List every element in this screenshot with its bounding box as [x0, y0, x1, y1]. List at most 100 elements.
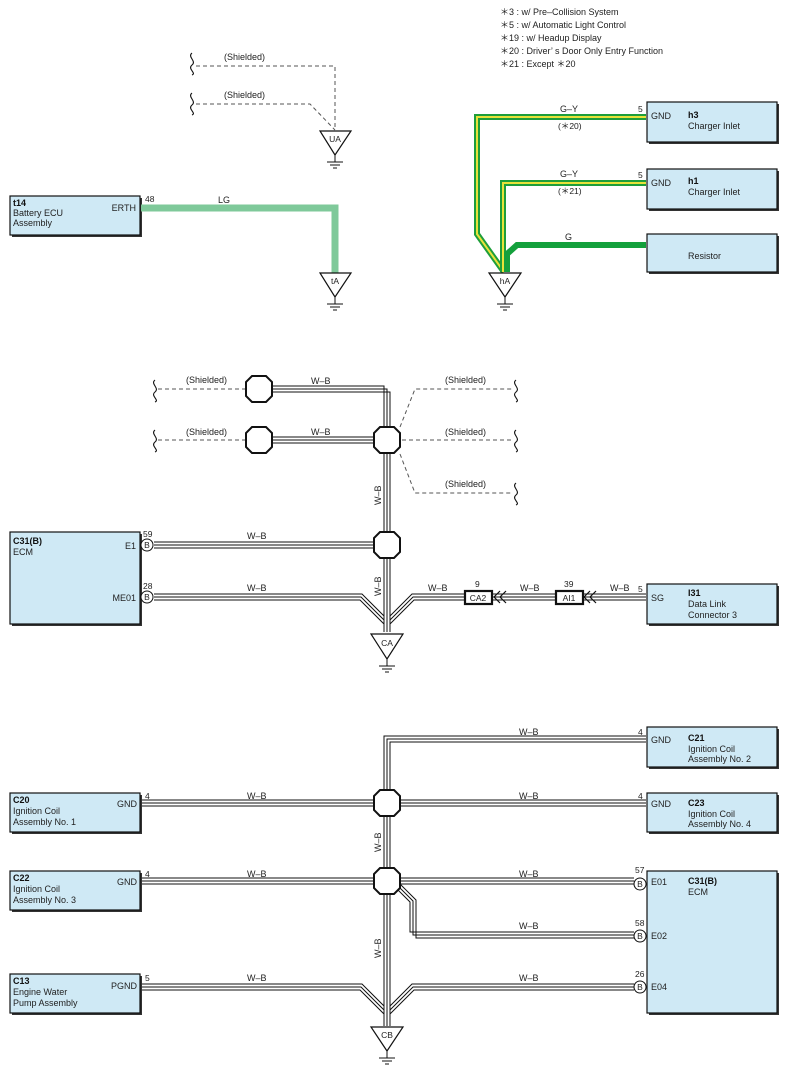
- component-name: Resistor: [688, 251, 721, 261]
- connector-ai1[interactable]: AI1 39: [554, 579, 585, 606]
- wire-color-label: W–B: [373, 938, 383, 958]
- terminal-label: ME01: [112, 593, 136, 603]
- wire-color-label: W–B: [519, 973, 539, 983]
- wire-color-label: W–B: [311, 427, 331, 437]
- wire-color-label: W–B: [373, 832, 383, 852]
- wire-color-label: W–B: [519, 727, 539, 737]
- terminal-label: GND: [117, 799, 138, 809]
- shielded-label: (Shielded): [224, 90, 265, 100]
- wire-note: (＊20): [558, 121, 582, 131]
- terminal-label: GND: [651, 735, 672, 745]
- note-line: ＊3 : w/ Pre–Collision System: [500, 7, 619, 17]
- component-code: C31(B): [13, 536, 42, 546]
- wire-color-label: G–Y: [560, 104, 578, 114]
- component-name: Ignition Coil: [13, 884, 60, 894]
- terminal-label: SG: [651, 593, 664, 603]
- terminal-label: E02: [651, 931, 667, 941]
- component-i31[interactable]: SG 5 I31 Data Link Connector 3: [638, 583, 779, 626]
- component-code: C22: [13, 873, 30, 883]
- connector-ca2[interactable]: CA2 9: [463, 579, 494, 606]
- note-line: ＊19 : w/ Headup Display: [500, 33, 602, 43]
- ground-ha: hA: [487, 272, 523, 311]
- wire-color-label: W–B: [520, 583, 540, 593]
- wire-color-label: LG: [218, 195, 230, 205]
- pin-number: 4: [145, 869, 150, 879]
- component-t14[interactable]: t14 Battery ECU Assembly ERTH 48: [9, 194, 155, 237]
- ground-ta: tA: [318, 272, 353, 311]
- terminal-label: E01: [651, 877, 667, 887]
- component-c20[interactable]: C20 Ignition Coil Assembly No. 1 GND 4: [9, 791, 150, 834]
- component-name: Battery ECU: [13, 208, 63, 218]
- pin-number: 59: [143, 529, 153, 539]
- component-c13[interactable]: C13 Engine Water Pump Assembly PGND 5: [9, 973, 150, 1015]
- component-resistor[interactable]: Resistor: [646, 233, 779, 274]
- wire-color-label: W–B: [247, 973, 267, 983]
- pin-number: 58: [635, 918, 645, 928]
- wire-g: [504, 242, 646, 272]
- component-name: Assembly No. 3: [13, 895, 76, 905]
- note-line: ＊21 : Except ＊20: [500, 59, 576, 69]
- wire-color-label: W–B: [311, 376, 331, 386]
- splice-point: [245, 375, 273, 403]
- component-name: Assembly No. 1: [13, 817, 76, 827]
- component-name: Connector 3: [688, 610, 737, 620]
- terminal-label: E04: [651, 982, 667, 992]
- wire-note: (＊21): [558, 186, 582, 196]
- wire-color-label: G: [565, 232, 572, 242]
- pin-number: 4: [638, 727, 643, 737]
- component-c22[interactable]: C22 Ignition Coil Assembly No. 3 GND 4: [9, 869, 150, 912]
- component-c31b-bottom[interactable]: E01 E02 E04 C31(B) ECM 57 58 26 B B B: [633, 865, 779, 1015]
- wire-lg: [141, 204, 339, 273]
- wire-color-label: W–B: [519, 791, 539, 801]
- connector-label: B: [637, 879, 643, 889]
- notes-legend: ＊3 : w/ Pre–Collision System ＊5 : w/ Aut…: [500, 6, 663, 71]
- terminal-label: GND: [651, 799, 672, 809]
- component-c21[interactable]: GND 4 C21 Ignition Coil Assembly No. 2: [638, 726, 779, 769]
- ground-label-ua: UA: [329, 134, 341, 144]
- shielded-label: (Shielded): [445, 375, 486, 385]
- wire-color-label: W–B: [610, 583, 630, 593]
- component-code: C20: [13, 795, 30, 805]
- component-code: C31(B): [688, 876, 717, 886]
- component-code: C21: [688, 733, 705, 743]
- note-line: ＊20 : Driver’ s Door Only Entry Function: [500, 46, 664, 56]
- pin-number: 48: [145, 194, 155, 204]
- component-name: Data Link: [688, 599, 727, 609]
- pin-number: 39: [564, 579, 574, 589]
- wire-gy: [500, 180, 646, 272]
- component-name: Charger Inlet: [688, 187, 741, 197]
- component-code: h1: [688, 176, 699, 186]
- component-name: Pump Assembly: [13, 998, 78, 1008]
- wire-color-label: W–B: [247, 791, 267, 801]
- component-name: ECM: [688, 887, 708, 897]
- component-code: C23: [688, 798, 705, 808]
- component-code: C13: [13, 976, 30, 986]
- ground-label-cb: CB: [381, 1030, 393, 1040]
- component-c31b-top[interactable]: C31(B) ECM E1 ME01 59 28 B B: [9, 529, 154, 626]
- wire-color-label: W–B: [373, 485, 383, 505]
- component-c23[interactable]: GND 4 C23 Ignition Coil Assembly No. 4: [638, 791, 779, 834]
- component-name: Ignition Coil: [688, 809, 735, 819]
- connector-label: CA2: [470, 593, 487, 603]
- component-h3[interactable]: GND 5 h3 Charger Inlet: [638, 101, 779, 144]
- component-name: Assembly No. 2: [688, 754, 751, 764]
- wire-color-label: W–B: [519, 921, 539, 931]
- connector-label: B: [637, 931, 643, 941]
- shielded-label: (Shielded): [445, 479, 486, 489]
- connector-label: B: [144, 592, 150, 602]
- wire-color-label: W–B: [428, 583, 448, 593]
- ground-label-ta: tA: [331, 276, 339, 286]
- terminal-label: GND: [117, 877, 138, 887]
- pin-number: 5: [638, 170, 643, 180]
- wire-color-label: G–Y: [560, 169, 578, 179]
- component-name: ECM: [13, 547, 33, 557]
- ground-cb: CB: [369, 1026, 405, 1065]
- component-code: I31: [688, 588, 701, 598]
- component-h1[interactable]: GND 5 h1 Charger Inlet: [638, 168, 779, 211]
- shielded-label: (Shielded): [445, 427, 486, 437]
- component-name: Ignition Coil: [13, 806, 60, 816]
- shielded-label: (Shielded): [224, 52, 265, 62]
- ua-ground-group: (Shielded) (Shielded) UA: [190, 52, 353, 169]
- component-name: Engine Water: [13, 987, 67, 997]
